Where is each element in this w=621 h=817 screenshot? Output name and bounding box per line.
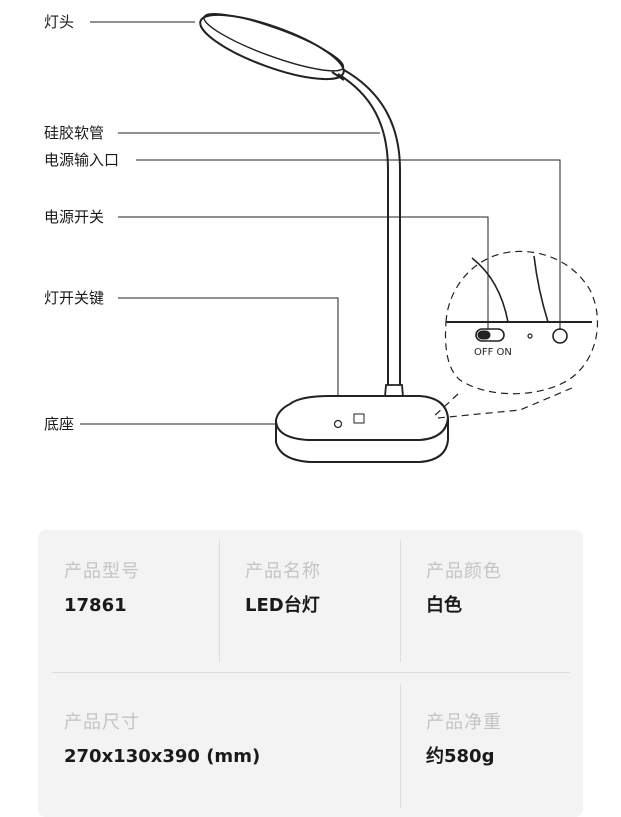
label-silicone-tube: 硅胶软管 bbox=[44, 124, 105, 142]
label-base: 底座 bbox=[44, 415, 75, 433]
spec-size: 产品尺寸 270x130x390 (mm) bbox=[64, 712, 260, 768]
leader-light-key bbox=[118, 297, 339, 420]
spec-color: 产品颜色 白色 bbox=[426, 561, 502, 617]
spec-size-value: 270x130x390 (mm) bbox=[64, 746, 261, 767]
label-power-switch: 电源开关 bbox=[44, 208, 105, 226]
spec-name-label: 产品名称 bbox=[245, 561, 321, 582]
base-shape bbox=[274, 395, 450, 463]
detail-zoom-circle bbox=[444, 250, 598, 395]
divider bbox=[400, 540, 401, 662]
base-logo-mark bbox=[353, 413, 365, 424]
spec-card: 产品型号 17861 产品名称 LED台灯 产品颜色 白色 产品尺寸 270x1… bbox=[38, 530, 583, 817]
divider bbox=[52, 672, 570, 673]
leader-power-input bbox=[136, 159, 561, 330]
spec-color-value: 白色 bbox=[426, 595, 462, 616]
label-lamp-head: 灯头 bbox=[44, 13, 75, 31]
lamp-head-shape bbox=[199, 13, 345, 81]
label-power-input: 电源输入口 bbox=[44, 151, 120, 169]
leader-power-switch bbox=[118, 216, 489, 330]
spec-color-label: 产品颜色 bbox=[426, 561, 502, 582]
lamp-illustration: OFF ON bbox=[80, 13, 598, 463]
switch-label: OFF ON bbox=[474, 347, 512, 358]
label-light-switch-key: 灯开关键 bbox=[44, 289, 105, 307]
divider bbox=[219, 540, 220, 662]
spec-model-value: 17861 bbox=[64, 595, 127, 616]
spec-name-value: LED台灯 bbox=[245, 595, 320, 616]
light-key-dot bbox=[333, 419, 343, 429]
divider bbox=[400, 684, 401, 808]
spec-name: 产品名称 LED台灯 bbox=[245, 561, 321, 617]
indicator-dot bbox=[527, 333, 533, 339]
spec-model: 产品型号 17861 bbox=[64, 561, 140, 617]
spec-weight-label: 产品净重 bbox=[426, 712, 502, 733]
power-input-port bbox=[552, 328, 568, 344]
lamp-diagram: OFF ON 灯头 硅胶软管 电源输入口 电源开关 灯开关键 底座 bbox=[44, 13, 598, 463]
spec-size-label: 产品尺寸 bbox=[64, 712, 140, 733]
spec-model-label: 产品型号 bbox=[64, 561, 140, 582]
power-switch-shape bbox=[475, 328, 505, 342]
spec-weight-value: 约580g bbox=[426, 746, 495, 767]
spec-weight: 产品净重 约580g bbox=[426, 712, 502, 768]
